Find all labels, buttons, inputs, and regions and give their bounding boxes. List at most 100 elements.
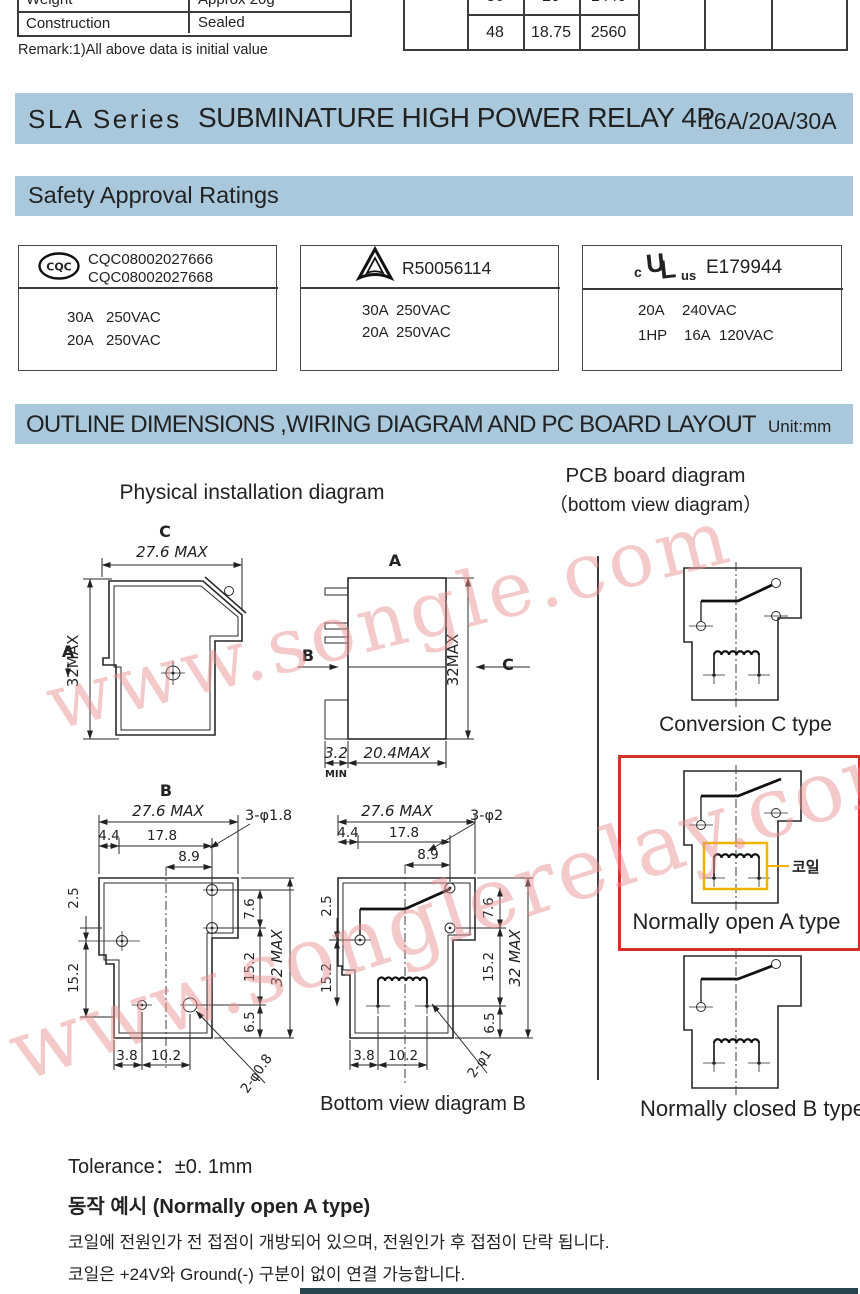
dim-label: 32MAX	[444, 634, 462, 687]
ul-logo-us: us	[681, 268, 697, 283]
switch-armature	[701, 583, 773, 603]
front-view-drawing: C 27.6 MAX A 32MAX	[62, 522, 247, 740]
spec-table-row-divider	[17, 11, 350, 13]
relay-outline	[98, 877, 239, 1039]
dim-label: 3.2	[324, 744, 348, 762]
cqc-cert1: CQC08002027666	[88, 251, 214, 268]
dim-label: 4.4	[98, 828, 119, 844]
triangle-mark-icon	[355, 245, 395, 282]
cqc-rating1-volt: 250VAC	[106, 309, 161, 326]
series-name: SLA Series	[28, 104, 182, 134]
dim-label: 3.8	[353, 1048, 374, 1064]
relay-body	[347, 577, 447, 740]
coil	[703, 1038, 770, 1072]
column-separator	[597, 556, 599, 1080]
spec-row1-value: Approx 20g	[198, 0, 275, 8]
switch-armature	[360, 887, 451, 911]
dim-label: 10.2	[151, 1048, 181, 1064]
ul-rating2-amp: 16A	[684, 327, 711, 344]
dim-label: B	[160, 781, 172, 800]
a-type-caption: Normally open A type	[632, 909, 841, 934]
tolerance-note: Tolerance：±0. 1mm	[68, 1156, 253, 1178]
dim-label: 20.4MAX	[364, 744, 432, 762]
bottom-view-caption: Bottom view diagram B	[320, 1093, 526, 1115]
dim-label: A	[62, 642, 75, 661]
side-view-drawing: A 32MAX C B 3.2 MIN 20.4MAX	[298, 551, 530, 780]
dim-label: B	[302, 646, 314, 665]
dim-label: 7.6	[242, 898, 258, 919]
dim-label: 2-φ1	[464, 1046, 495, 1081]
outline-unit: Unit:mm	[768, 417, 832, 436]
ul-rating1-volt: 240VAC	[682, 302, 737, 319]
example-line1: 코일에 전원인가 전 접점이 개방되어 있으며, 전원인가 후 접점이 단락 됩…	[68, 1233, 610, 1252]
tuv-cert-box	[300, 245, 559, 371]
spec-table	[17, 0, 352, 37]
dim-label: 3-φ2	[470, 808, 503, 824]
relay-outline	[102, 580, 243, 736]
footer-bar	[300, 1288, 858, 1294]
schematic-a-type: 코일	[683, 765, 820, 911]
ul-logo-l: L	[658, 253, 678, 285]
outline-band: OUTLINE DIMENSIONS ,WIRING DIAGRAM AND P…	[15, 404, 853, 444]
coil-label: 코일	[792, 858, 820, 876]
dim-label: 27.6 MAX	[132, 802, 204, 820]
ul-logo-c: c	[634, 264, 642, 280]
a-type-highlight-box	[618, 755, 860, 951]
dim-label: 6.5	[482, 1012, 498, 1033]
dim-label: C	[502, 655, 514, 674]
center-hole	[161, 661, 185, 685]
c-type-caption: Conversion C type	[659, 713, 832, 736]
dim-label: 17.8	[147, 828, 177, 844]
wiring-diagram-drawing: 27.6 MAX 4.4 17.8 3-φ2 8.9	[319, 802, 533, 1083]
safety-band: Safety Approval Ratings	[15, 176, 853, 216]
cqc-rating2-volt: 250VAC	[106, 332, 161, 349]
dim-label: 15.2	[481, 952, 497, 982]
tuv-cert-number: R50056114	[402, 258, 492, 278]
ul-cert-number: E179944	[706, 257, 783, 278]
dim-label: 8.9	[178, 849, 199, 865]
dim-label: 10.2	[388, 1048, 418, 1064]
cqc-logo-text: CQC	[46, 261, 72, 274]
switch-armature-open	[701, 777, 782, 798]
dim-label: 2.5	[319, 895, 335, 916]
example-heading: 동작 예시 (Normally open A type)	[68, 1196, 371, 1218]
spec-row2-label: Construction	[26, 15, 111, 32]
ul-rating1-amp: 20A	[638, 302, 665, 319]
schematic-c-type	[683, 562, 802, 710]
dim-label: 32MAX	[64, 635, 82, 688]
bottom-bracket	[324, 699, 349, 740]
switch-armature-closed	[701, 964, 773, 981]
dim-label: 8.9	[417, 847, 438, 863]
coil	[366, 976, 439, 1014]
tuv-rating1-amp: 30A	[362, 302, 389, 319]
dim-label: 2.5	[66, 887, 82, 908]
dim-label: 3.8	[116, 1048, 137, 1064]
coil-cell-partial-1: 36	[467, 0, 523, 6]
coil-cell-partial-3: 1440	[579, 0, 638, 6]
dim-label: 27.6 MAX	[361, 802, 433, 820]
coil-cell-2: 18.75	[530, 24, 572, 41]
pcb-diagram-subtitle: （bottom view diagram）	[548, 495, 763, 516]
cqc-cert2: CQC08002027668	[88, 269, 214, 286]
pcb-diagram-title: PCB board diagram	[565, 464, 746, 487]
b-type-caption: Normally closed B type	[640, 1096, 860, 1121]
example-line2: 코일은 +24V와 Ground(-) 구분이 없이 연결 가능합니다.	[68, 1265, 466, 1284]
title-band: SLA Series SUBMINATURE HIGH POWER RELAY …	[15, 93, 853, 144]
outline-heading: OUTLINE DIMENSIONS ,WIRING DIAGRAM AND P…	[26, 411, 757, 438]
dim-label: 32 MAX	[268, 929, 286, 987]
coil	[703, 650, 770, 684]
tuv-rating1-volt: 250VAC	[396, 302, 451, 319]
schematic-b-type	[683, 950, 802, 1096]
physical-diagram-title: Physical installation diagram	[119, 481, 385, 504]
spec-row2-value: Sealed	[198, 14, 245, 31]
cqc-rating2-amp: 20A	[67, 332, 94, 349]
tuv-rating2-amp: 20A	[362, 324, 389, 341]
dim-label: 3-φ1.8	[245, 808, 292, 824]
dim-label: 6.5	[242, 1011, 258, 1032]
dim-label: 15.2	[319, 963, 335, 993]
cqc-cert-box	[18, 245, 277, 371]
spec-row1-label: Weight	[26, 0, 72, 8]
dim-label: 4.4	[337, 825, 358, 841]
coil	[703, 853, 770, 887]
